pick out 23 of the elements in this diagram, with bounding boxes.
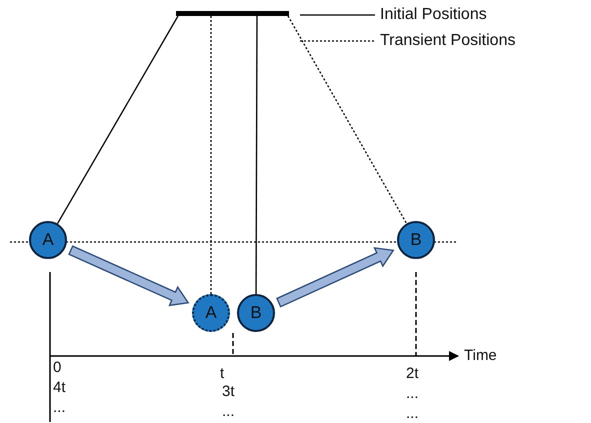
transient-ball: A	[192, 294, 230, 332]
ellipsis: ...	[406, 406, 419, 421]
pendulum-ball: B	[397, 221, 435, 259]
time-mark: t	[220, 366, 224, 381]
legend-label: Initial Positions	[380, 7, 487, 23]
pendulum-string	[56, 16, 179, 224]
ellipsis: ...	[406, 386, 419, 401]
time-mark: 2t	[406, 366, 419, 381]
pendulum-ball: A	[29, 221, 67, 259]
axis-label: Time	[464, 348, 497, 363]
time-mark: 4t	[53, 380, 66, 395]
block-arrow	[68, 245, 190, 306]
pendulum-ball: B	[237, 294, 275, 332]
block-arrow	[276, 247, 394, 308]
pendulum-string	[287, 16, 408, 224]
time-mark: 0	[53, 360, 62, 375]
time-mark: 3t	[222, 384, 235, 399]
pivot-bar	[176, 11, 289, 16]
ellipsis: ...	[53, 400, 66, 415]
pendulum-string	[210, 16, 212, 294]
legend-label: Transient Positions	[380, 33, 516, 49]
ellipsis: ...	[222, 404, 235, 419]
pendulum-string	[255, 16, 258, 294]
